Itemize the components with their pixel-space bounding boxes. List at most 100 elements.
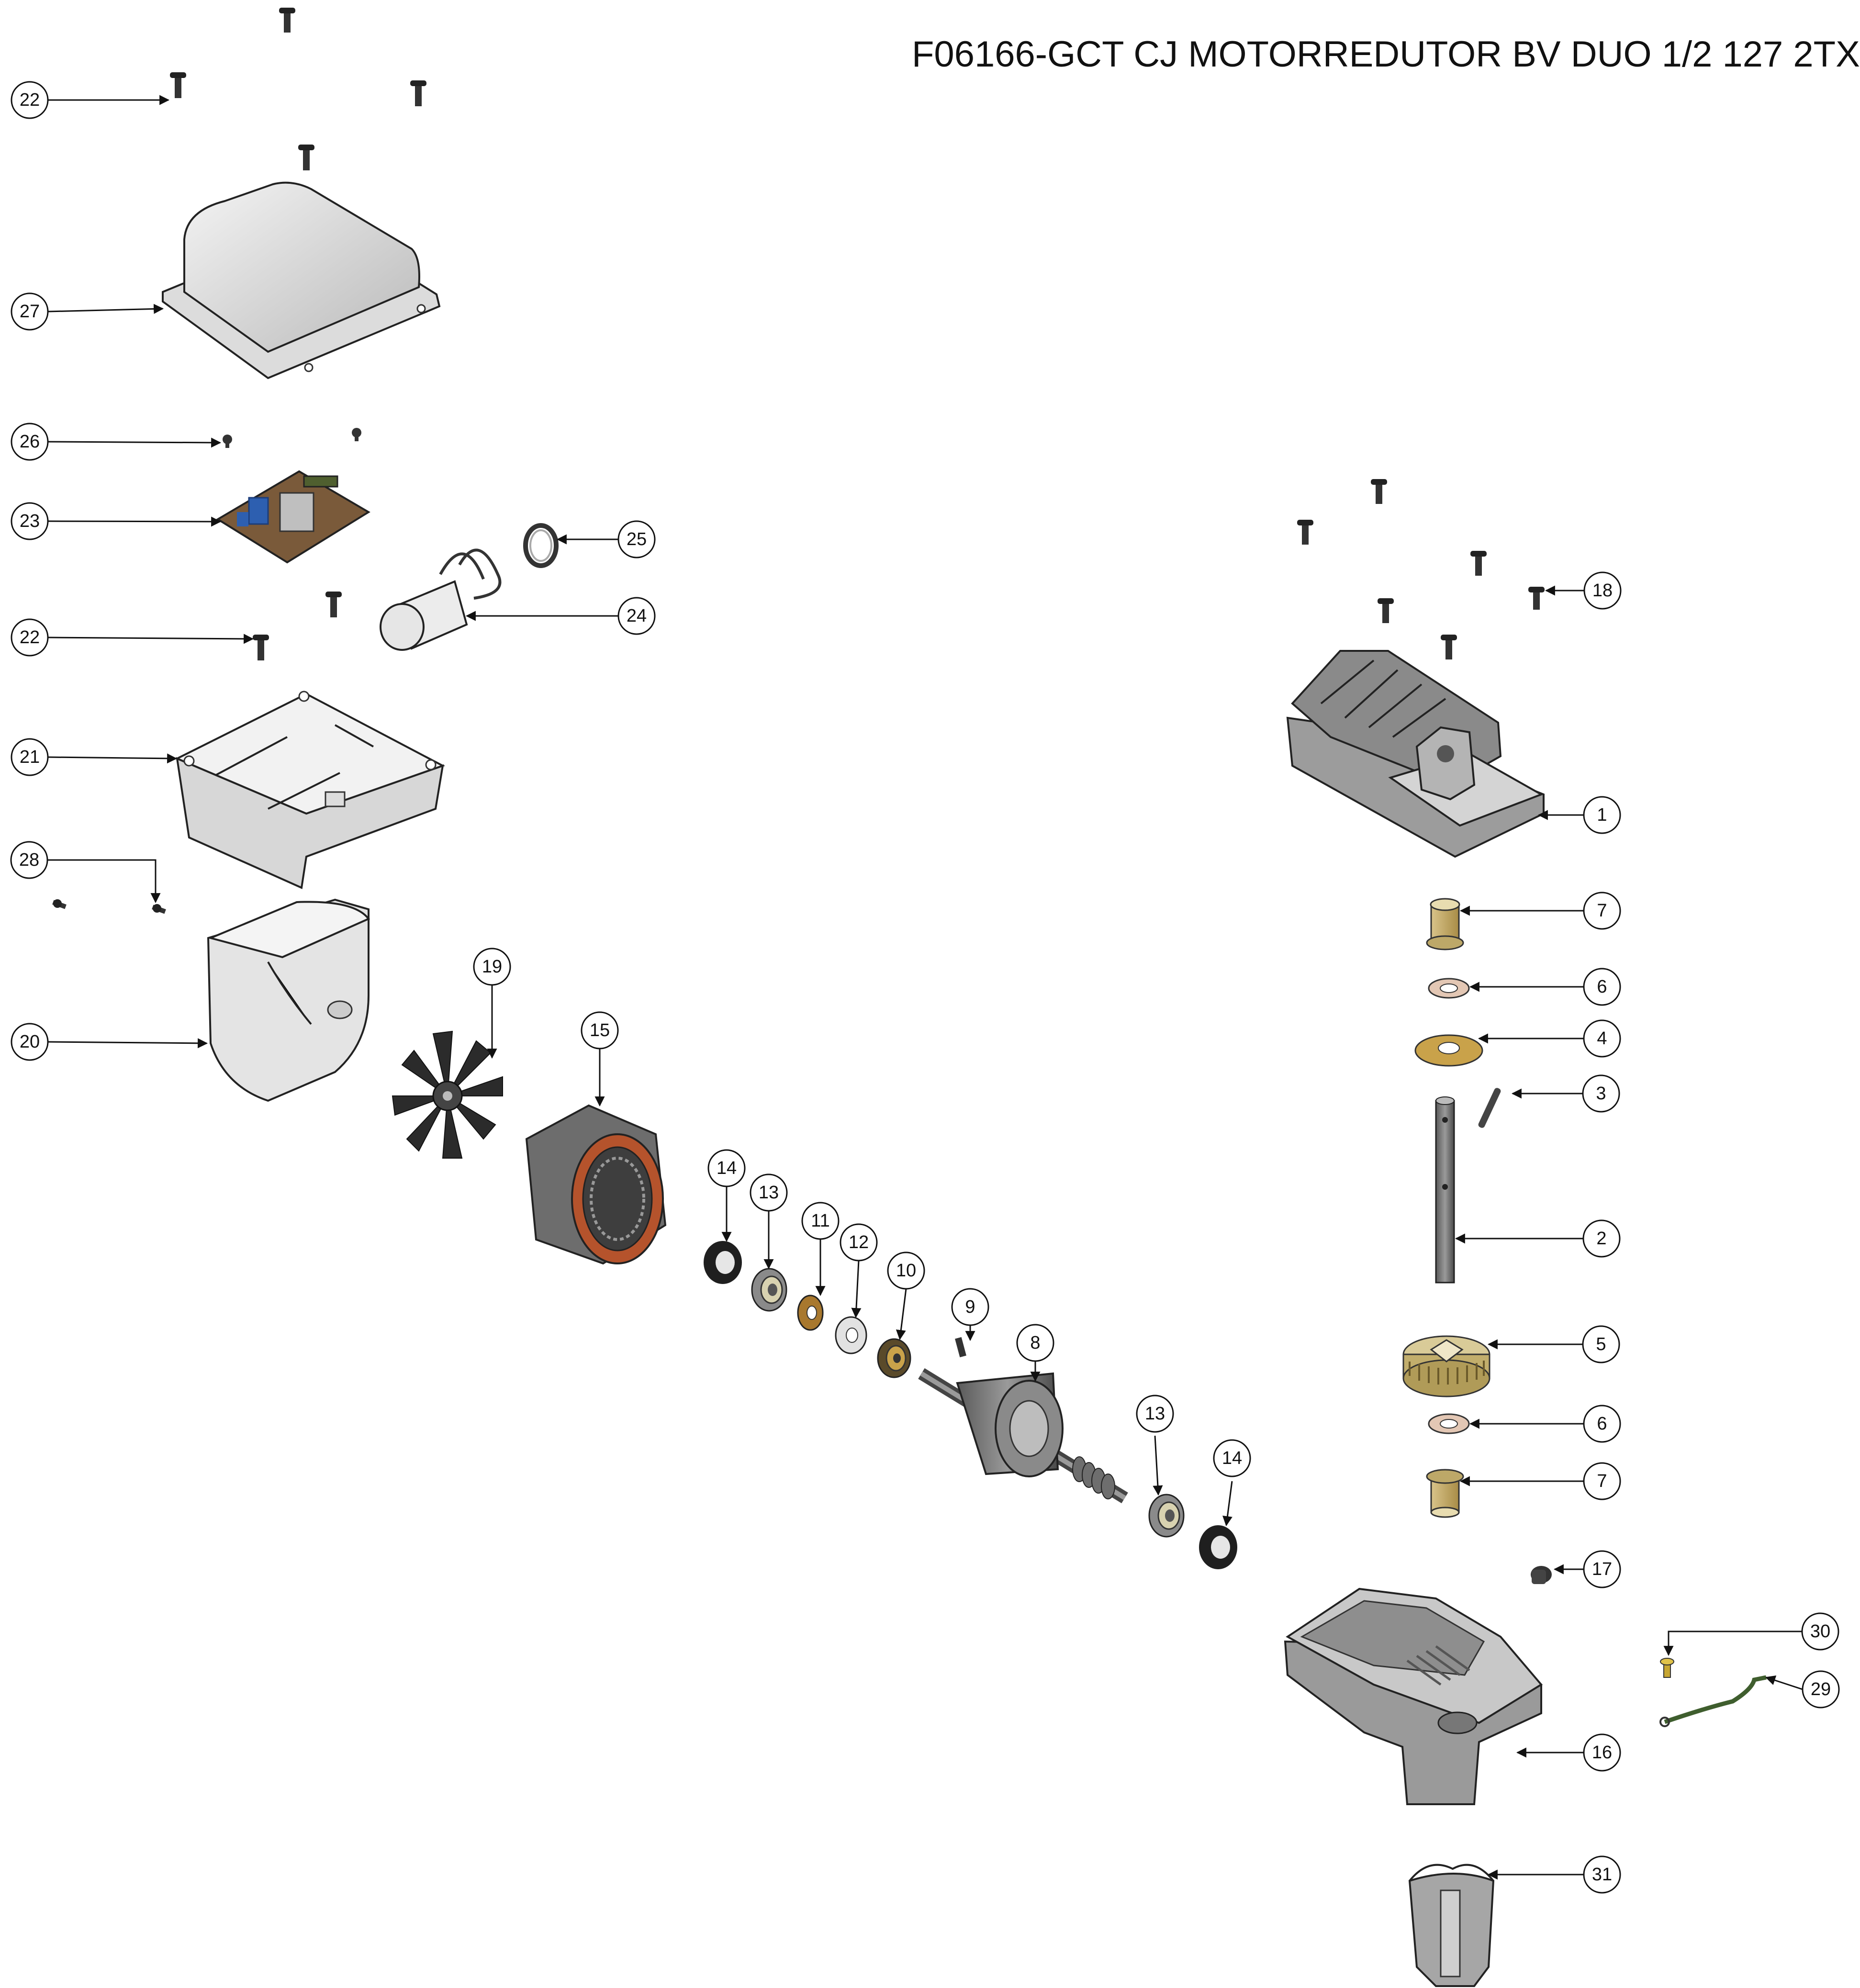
callout-19: 19	[473, 948, 511, 986]
callout-17: 17	[1583, 1550, 1621, 1588]
callouts: 22 27 26 23 22 21 28 20 25 24 19 15 14 1…	[10, 81, 1840, 1894]
callout-6-top: 6	[1583, 968, 1621, 1006]
callout-5: 5	[1582, 1325, 1620, 1363]
plug-part	[1531, 1566, 1552, 1584]
callout-12: 12	[840, 1223, 878, 1262]
callout-4: 4	[1583, 1019, 1621, 1058]
screw-icon	[170, 8, 426, 170]
svg-text:3: 3	[1596, 1083, 1606, 1104]
svg-text:4: 4	[1597, 1028, 1607, 1049]
svg-text:11: 11	[811, 1211, 829, 1231]
callout-25: 25	[617, 520, 656, 558]
svg-text:27: 27	[20, 302, 40, 322]
seal-part	[1199, 1525, 1237, 1569]
gearbox-cover-part	[1286, 650, 1545, 858]
svg-text:22: 22	[20, 627, 40, 648]
svg-text:12: 12	[849, 1232, 869, 1252]
callout-11: 11	[801, 1202, 840, 1240]
svg-text:29: 29	[1811, 1679, 1831, 1699]
callout-13-left: 13	[750, 1173, 788, 1212]
callout-22-mid: 22	[11, 618, 49, 657]
svg-text:26: 26	[20, 432, 40, 452]
callout-1: 1	[1583, 796, 1621, 834]
svg-text:8: 8	[1030, 1333, 1040, 1353]
callout-22-top: 22	[11, 81, 49, 119]
screw-icon	[52, 899, 166, 914]
callout-3: 3	[1582, 1074, 1620, 1113]
svg-text:7: 7	[1597, 1471, 1607, 1491]
svg-text:18: 18	[1592, 581, 1613, 601]
ground-wire-part	[1659, 1675, 1767, 1727]
svg-text:28: 28	[19, 850, 39, 870]
bushing-part	[1426, 898, 1464, 950]
svg-text:6: 6	[1597, 1414, 1607, 1434]
callout-7-top: 7	[1583, 892, 1621, 930]
washer-part	[1414, 1034, 1483, 1067]
callout-13-right: 13	[1136, 1395, 1174, 1433]
callout-28: 28	[10, 841, 48, 879]
svg-text:30: 30	[1810, 1621, 1830, 1642]
callout-8: 8	[1016, 1324, 1054, 1362]
callout-2: 2	[1582, 1219, 1621, 1258]
screw-icon	[1660, 1658, 1674, 1678]
fan-part	[392, 1030, 503, 1159]
shaft-part	[1435, 1096, 1455, 1284]
svg-text:31: 31	[1592, 1865, 1612, 1885]
callout-24: 24	[617, 597, 656, 635]
svg-text:13: 13	[1145, 1404, 1165, 1424]
drawing-title: F06166-GCT CJ MOTORREDUTOR BV DUO 1/2 12…	[912, 34, 1860, 75]
callout-9: 9	[951, 1288, 989, 1326]
svg-text:1: 1	[1597, 805, 1607, 825]
svg-text:7: 7	[1597, 901, 1607, 921]
callout-18: 18	[1583, 571, 1622, 610]
rotor-part	[918, 1368, 1128, 1504]
svg-text:2: 2	[1596, 1229, 1606, 1249]
base-housing-part	[175, 691, 445, 889]
svg-text:5: 5	[1596, 1334, 1606, 1354]
svg-text:19: 19	[482, 957, 502, 977]
svg-text:13: 13	[759, 1183, 779, 1203]
svg-text:23: 23	[20, 511, 40, 531]
parts-layer	[52, 8, 1767, 1987]
callout-21: 21	[11, 738, 49, 776]
callout-7-bottom: 7	[1583, 1462, 1621, 1500]
svg-text:15: 15	[590, 1020, 610, 1040]
screw-icon	[253, 592, 342, 660]
cover-part	[162, 181, 441, 380]
circuit-board-part	[216, 470, 370, 564]
svg-text:25: 25	[627, 529, 647, 549]
bearing-part	[751, 1268, 787, 1312]
svg-text:6: 6	[1597, 977, 1607, 997]
svg-text:9: 9	[965, 1297, 975, 1317]
svg-text:14: 14	[717, 1158, 737, 1178]
gear-part	[1402, 1335, 1490, 1397]
small-screw-icon	[223, 428, 361, 448]
key-part	[955, 1337, 966, 1358]
leader-lines	[47, 95, 1803, 1880]
seal-part	[704, 1241, 742, 1284]
washer-part	[835, 1316, 867, 1354]
bearing-part	[1148, 1494, 1185, 1538]
fan-cover-part	[207, 898, 370, 1102]
gearbox-housing-part	[1284, 1587, 1543, 1805]
svg-text:20: 20	[20, 1032, 40, 1052]
callout-31: 31	[1583, 1855, 1621, 1894]
callout-14-left: 14	[707, 1149, 746, 1187]
pin-part	[1478, 1088, 1501, 1128]
svg-text:10: 10	[896, 1261, 916, 1281]
washer-part	[1428, 978, 1470, 999]
callout-27: 27	[11, 292, 49, 331]
svg-text:24: 24	[627, 606, 647, 626]
capacitor-part	[380, 548, 502, 651]
clamp-ring-part	[523, 523, 559, 568]
screw-icon	[1297, 479, 1545, 659]
callout-20: 20	[11, 1023, 49, 1061]
callout-26: 26	[11, 423, 49, 461]
svg-text:17: 17	[1592, 1559, 1612, 1579]
callout-30: 30	[1801, 1612, 1839, 1651]
callout-23: 23	[11, 502, 49, 540]
svg-text:16: 16	[1592, 1742, 1612, 1763]
coupling-part	[1408, 1864, 1495, 1987]
bushing-part	[1426, 1469, 1464, 1518]
